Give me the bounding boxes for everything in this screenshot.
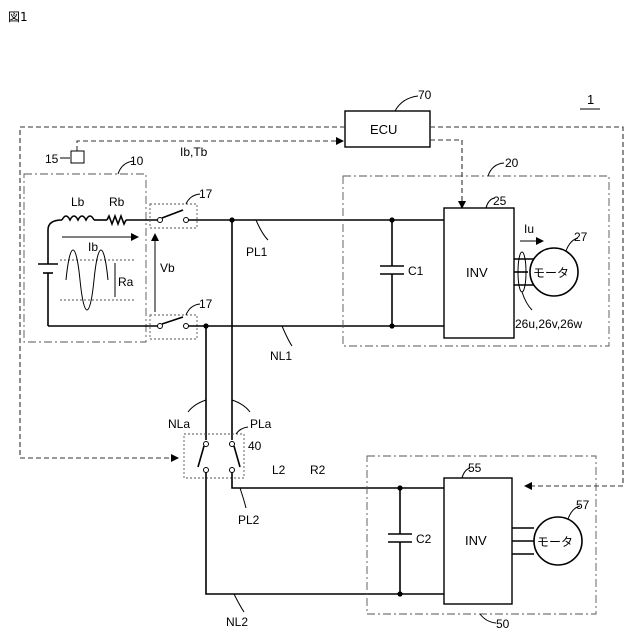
relay-40-leader — [236, 427, 248, 434]
c1-label: C1 — [408, 264, 424, 278]
ecu-label: ECU — [370, 122, 397, 137]
unit-20-leader — [488, 163, 504, 176]
nla-leader — [188, 400, 206, 412]
relay-40-switch-n — [198, 446, 204, 467]
iu-label: Iu — [524, 222, 534, 236]
battery-wire-corner — [48, 220, 62, 230]
sensor-to-ecu-signal — [77, 141, 343, 151]
ecu-to-inv1-signal — [430, 140, 462, 208]
pl2-leader — [240, 488, 246, 508]
inv-25-label: INV — [466, 265, 488, 280]
ref-25: 25 — [493, 194, 507, 208]
pl2-line — [232, 472, 444, 488]
ref-40: 40 — [248, 439, 262, 453]
ref-17-lower: 17 — [199, 297, 213, 311]
relay-lower-contact-a — [158, 324, 163, 329]
relay-upper-switch — [162, 210, 183, 218]
motor-27-label: モータ — [533, 266, 569, 280]
nl1-leader — [282, 326, 292, 346]
nla-label: NLa — [168, 417, 190, 431]
l2-label: L2 — [272, 463, 286, 477]
relay-upper-contact-b — [184, 218, 189, 223]
pla-label: PLa — [250, 417, 272, 431]
ra-waveform — [66, 250, 108, 310]
ref-10: 10 — [130, 154, 144, 168]
ib-tb-label: Ib,Tb — [180, 145, 208, 159]
relay-40-contact-n-top — [204, 442, 209, 447]
relay-lower-switch — [162, 317, 183, 324]
ref-17-upper: 17 — [199, 187, 213, 201]
ref-70: 70 — [418, 88, 432, 102]
pl1-leader — [256, 220, 268, 240]
unit-50-leader — [480, 614, 496, 623]
sensor-15 — [71, 151, 84, 163]
battery-block — [24, 174, 146, 342]
lb-label: Lb — [71, 195, 85, 209]
nl2-leader — [234, 594, 244, 612]
ib-label: Ib — [88, 240, 98, 254]
ecu-leader — [395, 96, 418, 111]
ref-57: 57 — [576, 498, 590, 512]
inductor-lb — [62, 216, 94, 220]
ref-15: 15 — [45, 152, 59, 166]
ref-55: 55 — [468, 461, 482, 475]
ra-label: Ra — [118, 275, 134, 289]
figure-title: 図1 — [8, 10, 28, 24]
relay-upper-contact-a — [158, 218, 163, 223]
relay-lower-leader — [186, 304, 200, 315]
ref-50: 50 — [496, 617, 510, 631]
relay-40 — [184, 434, 244, 478]
ecu-to-relay-signal — [20, 127, 345, 458]
system-ref: 1 — [587, 92, 594, 107]
c2-label: C2 — [416, 532, 432, 546]
resistor-rb — [107, 216, 126, 224]
relay-40-contact-n-bottom — [204, 468, 209, 473]
phase-leader — [522, 292, 532, 310]
relay-40-switch-p — [234, 446, 240, 467]
pl1-label: PL1 — [246, 245, 268, 259]
nl2-line — [206, 472, 444, 594]
rb-label: Rb — [109, 195, 125, 209]
ref-20: 20 — [505, 156, 519, 170]
vb-label: Vb — [160, 261, 175, 275]
pla-leader — [232, 400, 250, 412]
nl1-label: NL1 — [270, 349, 292, 363]
relay-17-upper — [150, 204, 197, 228]
relay-upper-leader — [186, 194, 200, 204]
inv-55-label: INV — [465, 533, 487, 548]
relay-40-contact-p-bottom — [230, 468, 235, 473]
nl2-label: NL2 — [226, 615, 248, 629]
ref-27: 27 — [574, 230, 588, 244]
pl2-label: PL2 — [238, 513, 260, 527]
relay-40-contact-p-top — [230, 442, 235, 447]
phase-lines-label: 26u,26v,26w — [515, 317, 582, 331]
relay-lower-contact-b — [184, 324, 189, 329]
motor-57-label: モータ — [537, 535, 573, 549]
relay-17-lower — [150, 315, 197, 339]
r2-label: R2 — [310, 463, 326, 477]
